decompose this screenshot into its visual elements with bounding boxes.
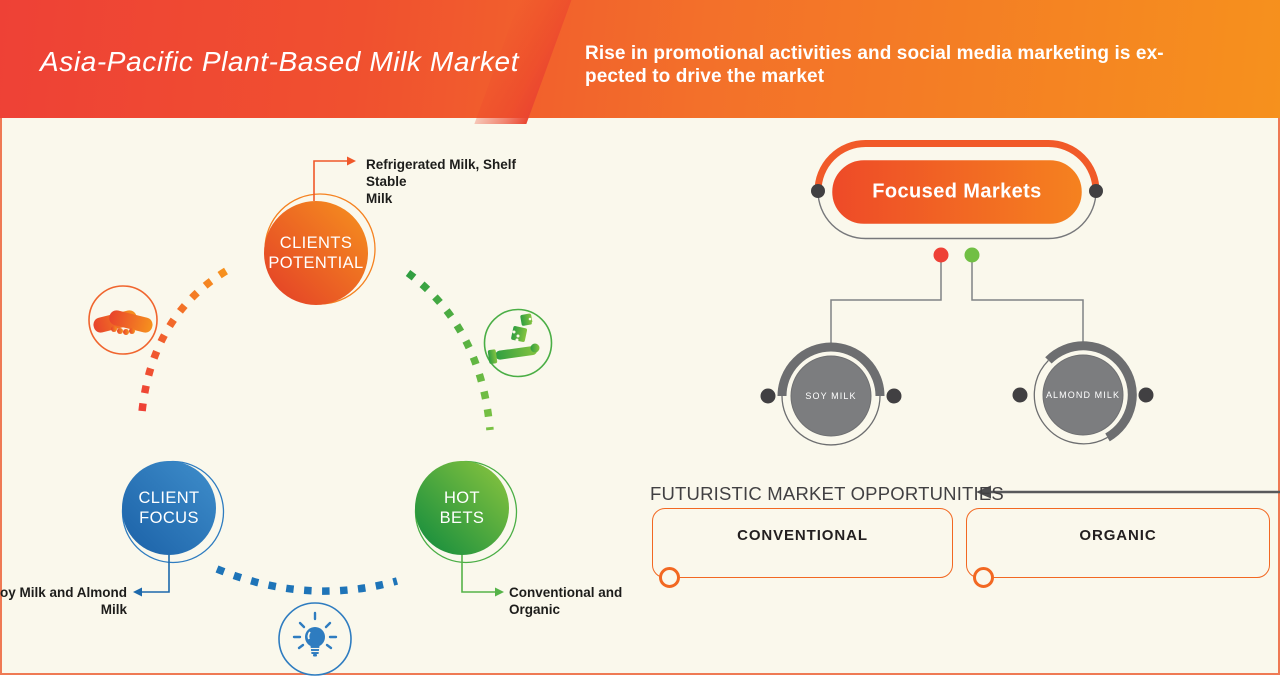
annotation-clients-potential: Refrigerated Milk, Shelf Stable Milk <box>366 156 556 207</box>
green-dot <box>964 247 980 263</box>
opportunities-heading: FUTURISTIC MARKET OPPORTUNITIES <box>650 483 1004 504</box>
connector-line-soy <box>830 262 942 344</box>
arrow-right-icon <box>495 587 504 597</box>
connector-line-almond <box>971 262 1084 343</box>
annotation-line: Milk <box>100 602 127 617</box>
hand-dice-icon <box>487 313 540 364</box>
focused-markets-title: Focused Markets <box>872 180 1042 203</box>
opportunity-label: CONVENTIONAL <box>737 527 868 544</box>
cycle-arc-green <box>405 269 494 431</box>
handshake-icon <box>93 310 153 335</box>
header-headline-line2: pected to drive the market <box>585 66 825 87</box>
opportunity-box-conventional: CONVENTIONAL <box>652 508 953 588</box>
end-dot <box>811 184 825 198</box>
annotation-line: Soy Milk and Almond <box>0 585 127 600</box>
header-headline: Rise in promotional activities and socia… <box>585 42 1240 88</box>
annotation-hot-bets: Conventional and Organic <box>509 584 659 618</box>
corner-ring-icon <box>659 567 680 588</box>
clients-potential-circle <box>264 201 368 305</box>
focused-markets-pill <box>829 157 1085 227</box>
opportunity-box-organic: ORGANIC <box>966 508 1270 588</box>
header-banner: Asia-Pacific Plant-Based Milk Market Ris… <box>0 0 1280 124</box>
cycle-node-label-client-focus: CLIENT FOCUS <box>138 489 200 527</box>
client-focus-circle <box>122 461 216 555</box>
annotation-line: Conventional and <box>509 585 623 600</box>
client-focus-leader-line <box>142 555 170 593</box>
hot-bets-leader-line <box>461 555 495 593</box>
opportunity-label: ORGANIC <box>1079 527 1157 544</box>
cycle-arc-blue <box>215 565 399 595</box>
soy-milk-thin-arc <box>781 395 881 446</box>
annotation-line: Refrigerated Milk, Shelf Stable <box>366 157 517 189</box>
cycle-arc-orange <box>138 267 228 413</box>
almond-milk-thick-arc <box>1045 341 1137 442</box>
soy-milk-circle <box>790 355 872 437</box>
arrow-right-icon <box>347 156 356 166</box>
soy-milk-thick-arc <box>777 342 885 397</box>
hand-dice-icon-circle <box>483 308 553 378</box>
focused-markets-top-arc <box>814 140 1100 192</box>
annotation-line: Milk <box>366 191 393 206</box>
clients-potential-leader-line <box>313 160 347 201</box>
lightbulb-icon <box>292 611 338 657</box>
end-dot <box>1138 387 1154 403</box>
corner-ring-icon <box>973 567 994 588</box>
header-headline-line1: Rise in promotional activities and socia… <box>585 43 1164 64</box>
almond-milk-thin-arc <box>1033 359 1108 445</box>
annotation-line: Organic <box>509 602 561 617</box>
market-label-soy-milk: SOY MILK <box>805 391 857 401</box>
arrow-left-icon <box>976 485 991 499</box>
almond-milk-circle <box>1042 354 1124 436</box>
cycle-node-label-hot-bets: HOT BETS <box>439 489 485 527</box>
cycle-node-label-clients-potential: CLIENTS POTENTIAL <box>268 234 364 272</box>
hot-bets-circle <box>415 461 509 555</box>
page-title: Asia-Pacific Plant-Based Milk Market <box>40 46 520 77</box>
red-dot <box>933 247 949 263</box>
end-dot <box>760 388 776 404</box>
market-label-almond-milk: ALMOND MILK <box>1045 390 1121 400</box>
end-dot <box>886 388 902 404</box>
annotation-client-focus: Soy Milk and Almond Milk <box>0 584 127 618</box>
arrow-left-icon <box>133 587 142 597</box>
focused-markets-bottom-arc <box>817 190 1097 240</box>
end-dot <box>1089 184 1103 198</box>
end-dot <box>1012 387 1028 403</box>
